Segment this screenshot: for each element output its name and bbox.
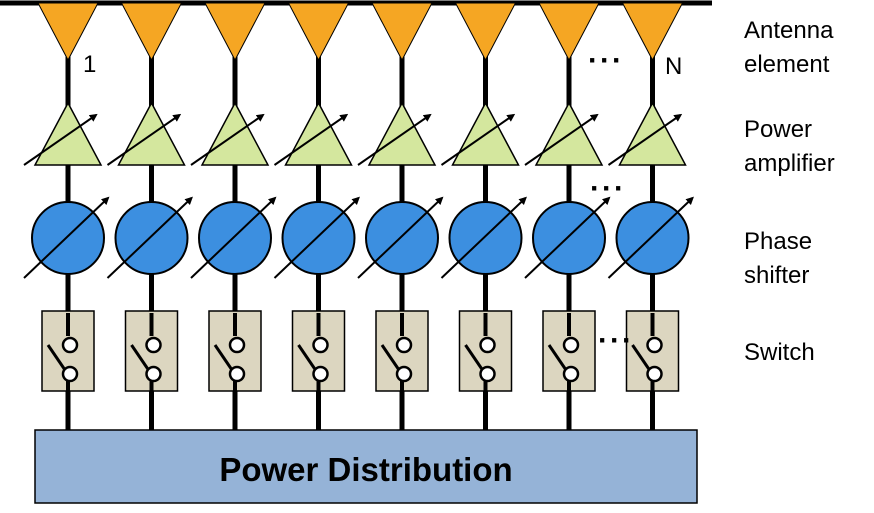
switch-lever <box>213 344 234 371</box>
phase-tune-arrow <box>190 196 277 279</box>
phase-tune-arrow <box>106 196 193 279</box>
label-switch: Switch <box>744 339 815 366</box>
switch-lever <box>547 344 568 371</box>
label-phase-line2: shifter <box>744 262 809 289</box>
amplifier-tune-arrow <box>357 113 432 166</box>
phase-tune-arrow <box>607 196 694 279</box>
power-distribution-block <box>34 429 698 504</box>
power-distribution-label: Power Distribution <box>219 451 512 488</box>
amplifier-tune-arrow <box>440 113 516 166</box>
antenna-element-icon <box>538 2 600 62</box>
switch-lever <box>380 344 401 371</box>
element-index-first: 1 <box>83 51 96 78</box>
antenna-element-icon <box>287 2 350 62</box>
amplifier-tune-arrow <box>190 113 265 166</box>
antenna-element-icon <box>120 2 183 62</box>
amplifier-tune-arrow <box>106 113 182 166</box>
label-amplifier-line1: Power <box>744 116 812 143</box>
switch-lever <box>464 344 484 371</box>
switch-lever <box>130 344 150 371</box>
switch-contact-top <box>145 336 162 354</box>
antenna-element-icon <box>37 2 99 62</box>
amplifier-tune-arrow <box>607 113 683 166</box>
phase-tune-arrow <box>23 196 110 279</box>
switch-contact-top <box>562 336 580 354</box>
label-phase-line1: Phase <box>744 228 812 255</box>
switch-lever <box>46 344 67 371</box>
phase-tune-arrow <box>273 196 360 279</box>
ellipsis-amplifier: ··· <box>590 172 626 205</box>
antenna-element-icon <box>204 2 266 62</box>
switch-contact-top <box>646 336 663 354</box>
switch-lever <box>631 344 651 371</box>
amplifier-tune-arrow <box>273 113 349 166</box>
switch-contact-top <box>479 336 496 354</box>
element-index-last: N <box>665 53 682 80</box>
label-antenna-line2: element <box>744 51 830 78</box>
antenna-element-icon <box>454 2 517 62</box>
ellipsis-antenna: ··· <box>588 44 624 77</box>
ellipsis-switch: ··· <box>598 324 634 357</box>
amplifier-tune-arrow <box>23 113 98 166</box>
switch-contact-top <box>61 336 79 354</box>
switch-contact-top <box>228 336 246 354</box>
phase-tune-arrow <box>357 196 444 279</box>
switch-contact-top <box>395 336 413 354</box>
amplifier-tune-arrow <box>524 113 599 166</box>
element-columns <box>23 2 694 432</box>
phase-tune-arrow <box>440 196 527 279</box>
label-amplifier-line2: amplifier <box>744 150 835 177</box>
phase-tune-arrow <box>524 196 611 279</box>
switch-lever <box>297 344 317 371</box>
label-antenna-line1: Antenna <box>744 17 834 44</box>
antenna-element-icon <box>371 2 433 62</box>
switch-contact-top <box>312 336 329 354</box>
antenna-element-icon <box>621 2 684 62</box>
